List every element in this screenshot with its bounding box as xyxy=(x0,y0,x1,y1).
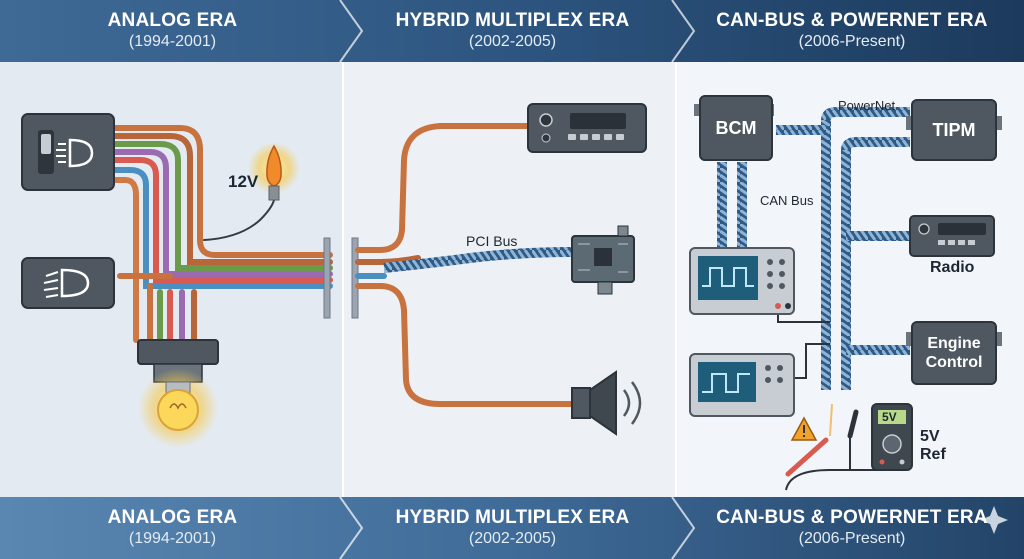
powernet-label: PowerNet xyxy=(838,98,896,113)
tipm-label: TIPM xyxy=(932,119,976,140)
era-years: (1994-2001) xyxy=(128,33,217,50)
era-title: HYBRID MULTIPLEX ERA xyxy=(395,10,630,31)
era-title: CAN-BUS & POWERNET ERA xyxy=(716,507,988,528)
era-years: (2002-2005) xyxy=(468,530,557,547)
ref-label-line2: Ref xyxy=(920,446,946,463)
analog-wire-bundle xyxy=(107,125,333,343)
sparkle-icon xyxy=(980,506,1008,534)
top-era-banner: ANALOG ERA (1994-2001) HYBRID MULTIPLEX E… xyxy=(0,0,1024,62)
era-years: (2006-Present) xyxy=(798,33,906,50)
era-years: (2006-Present) xyxy=(798,530,906,547)
radio-label: Radio xyxy=(930,259,975,276)
headlight-icon xyxy=(21,257,115,309)
can-bus-label: CAN Bus xyxy=(760,193,814,208)
bottom-era-banner: ANALOG ERA (1994-2001) HYBRID MULTIPLEX E… xyxy=(0,497,1024,559)
era-title: ANALOG ERA xyxy=(107,507,238,528)
light-bulb-icon xyxy=(137,339,219,448)
bottom-banner-bg xyxy=(0,496,1024,559)
era-canbus-header: CAN-BUS & POWERNET ERA (2006-Present) xyxy=(680,0,1024,62)
era-years: (1994-2001) xyxy=(128,530,217,547)
multimeter-icon xyxy=(871,403,913,471)
era-analog-header: ANALOG ERA (1994-2001) xyxy=(0,0,345,62)
bcm-label: BCM xyxy=(715,117,757,138)
era-hybrid-header: HYBRID MULTIPLEX ERA (2002-2005) xyxy=(345,0,680,62)
ref-label-line1: 5V xyxy=(920,428,940,445)
circuit-board-icon xyxy=(571,225,635,295)
radio-icon xyxy=(527,103,647,153)
headlight-switch-icon xyxy=(21,113,115,191)
test-probe xyxy=(785,403,859,477)
era-canbus-footer: CAN-BUS & POWERNET ERA (2006-Present) xyxy=(680,497,1024,559)
warning-icon xyxy=(790,416,818,441)
meter-reading: 5V xyxy=(882,410,897,424)
speaker-icon xyxy=(571,370,642,436)
pci-bus-label: PCI Bus xyxy=(466,233,518,249)
era-title: ANALOG ERA xyxy=(107,10,238,31)
radio-icon xyxy=(909,215,995,257)
engine-control-module xyxy=(906,321,1002,385)
tipm-module xyxy=(906,99,1002,161)
voltage-label: 12V xyxy=(228,172,259,191)
era-years: (2002-2005) xyxy=(468,33,557,50)
top-banner-bg xyxy=(0,0,1024,63)
hybrid-wires xyxy=(355,123,575,407)
oscilloscope-icon xyxy=(689,353,795,417)
era-title: CAN-BUS & POWERNET ERA xyxy=(716,10,988,31)
bcm-module xyxy=(694,95,774,161)
oscilloscope-icon xyxy=(689,247,795,315)
era-title: HYBRID MULTIPLEX ERA xyxy=(395,507,630,528)
engine-control-label: Engine Control xyxy=(925,335,983,371)
era-analog-footer: ANALOG ERA (1994-2001) xyxy=(0,497,345,559)
pci-bus-wire xyxy=(383,247,573,273)
indicator-bulb-icon xyxy=(248,142,300,201)
era-hybrid-footer: HYBRID MULTIPLEX ERA (2002-2005) xyxy=(345,497,680,559)
